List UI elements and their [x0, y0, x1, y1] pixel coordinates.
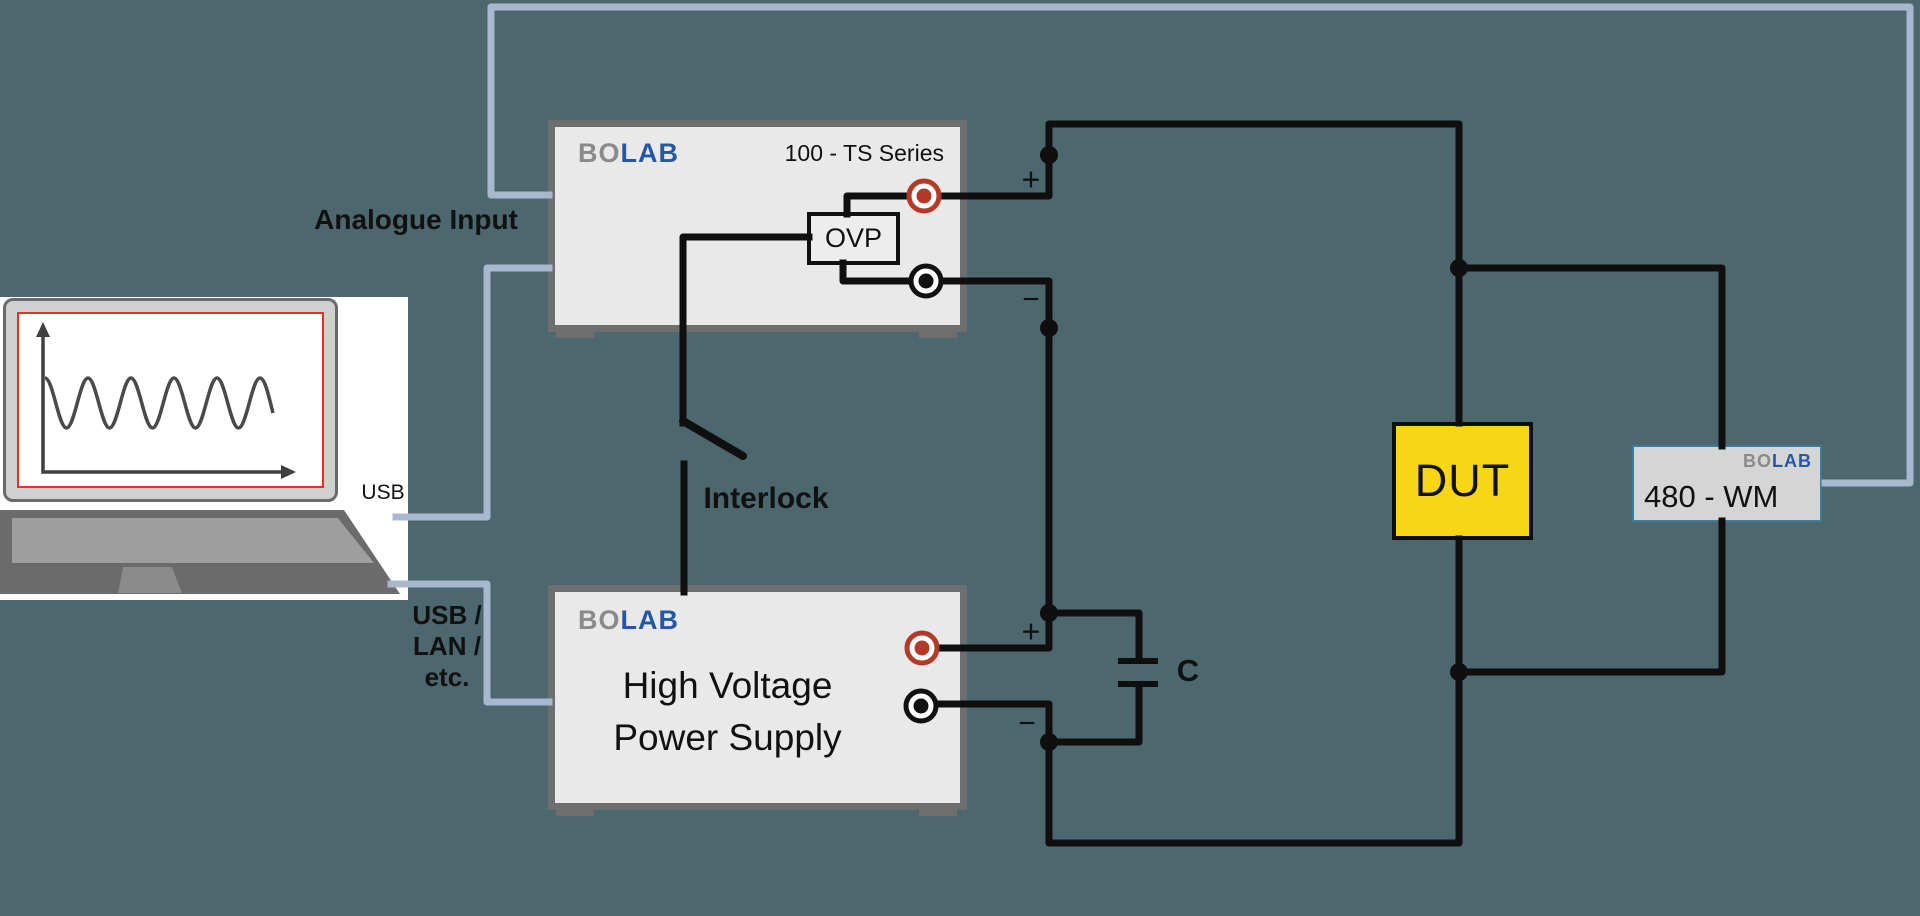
wm-box: BOLAB 480 - WM: [1632, 445, 1822, 522]
capacitor-label: C: [1176, 653, 1200, 688]
laptop-keyboard: [12, 518, 374, 563]
junction-dot: [1450, 663, 1468, 681]
interlock-label: Interlock: [703, 482, 829, 515]
wire-hv-minus-bottom-rail: [917, 668, 1463, 847]
hv-plus-label: +: [1021, 613, 1041, 650]
hv-name-line1: High Voltage: [622, 665, 833, 706]
wire-ts-plus-to-top-rail: [921, 120, 1463, 272]
ts-supply-box: BOLAB 100 - TS Series: [548, 120, 967, 332]
laptop-screen-waveform-plot: [17, 312, 324, 488]
junction-dot: [1040, 319, 1058, 337]
usb-lan-line3: etc.: [424, 662, 470, 692]
bolab-logo-wm: BOLAB: [1743, 451, 1812, 472]
logo-bo: BO: [1743, 451, 1772, 471]
hv-minus-label: −: [1018, 707, 1036, 740]
analogue-input-label: Analogue Input: [314, 204, 518, 235]
logo-bo: BO: [578, 605, 621, 635]
logo-lab: LAB: [620, 605, 679, 635]
wire-capacitor-bottom-lead: [1045, 682, 1143, 746]
dut-box: DUT: [1392, 422, 1533, 540]
dut-label: DUT: [1414, 455, 1511, 506]
wire-capacitor-top-lead: [1045, 609, 1143, 663]
bolab-logo-ts: BOLAB: [578, 138, 679, 169]
hv-supply-name: High Voltage Power Supply: [555, 660, 900, 764]
ts-plus-label: +: [1021, 161, 1041, 198]
ts-foot-left: [556, 330, 594, 338]
junction-dot: [1040, 146, 1058, 164]
ovp-box: OVP: [807, 212, 900, 265]
logo-lab: LAB: [1772, 451, 1812, 471]
wire-wm-to-bottom: [1455, 517, 1726, 676]
usb-lan-line2: LAN /: [413, 631, 481, 661]
junction-dot: [1450, 259, 1468, 277]
logo-lab: LAB: [620, 138, 679, 168]
laptop-screen-frame: [3, 298, 338, 502]
logo-bo: BO: [578, 138, 621, 168]
usb-cable: [392, 264, 553, 521]
junction-dot: [1040, 604, 1058, 622]
junction-dot: [1040, 733, 1058, 751]
ts-foot-right: [919, 330, 957, 338]
interlock-switch-blade: [679, 417, 747, 460]
hv-name-line2: Power Supply: [613, 717, 842, 758]
wm-label: 480 - WM: [1644, 479, 1779, 514]
bolab-logo-hv: BOLAB: [578, 605, 679, 636]
ts-minus-label: −: [1022, 283, 1040, 316]
hv-supply-box: BOLAB High Voltage Power Supply: [548, 585, 967, 810]
hv-foot-left: [556, 808, 594, 816]
wire-top-to-wm: [1455, 264, 1726, 450]
ovp-label: OVP: [824, 223, 883, 253]
hv-foot-right: [919, 808, 957, 816]
usb-lan-etc-label: USB / LAN / etc.: [397, 600, 497, 693]
laptop-trackpad: [118, 567, 182, 593]
usb-lan-line1: USB /: [412, 600, 482, 630]
ts-supply-title: 100 - TS Series: [784, 140, 944, 166]
usb-label: USB: [361, 481, 405, 504]
